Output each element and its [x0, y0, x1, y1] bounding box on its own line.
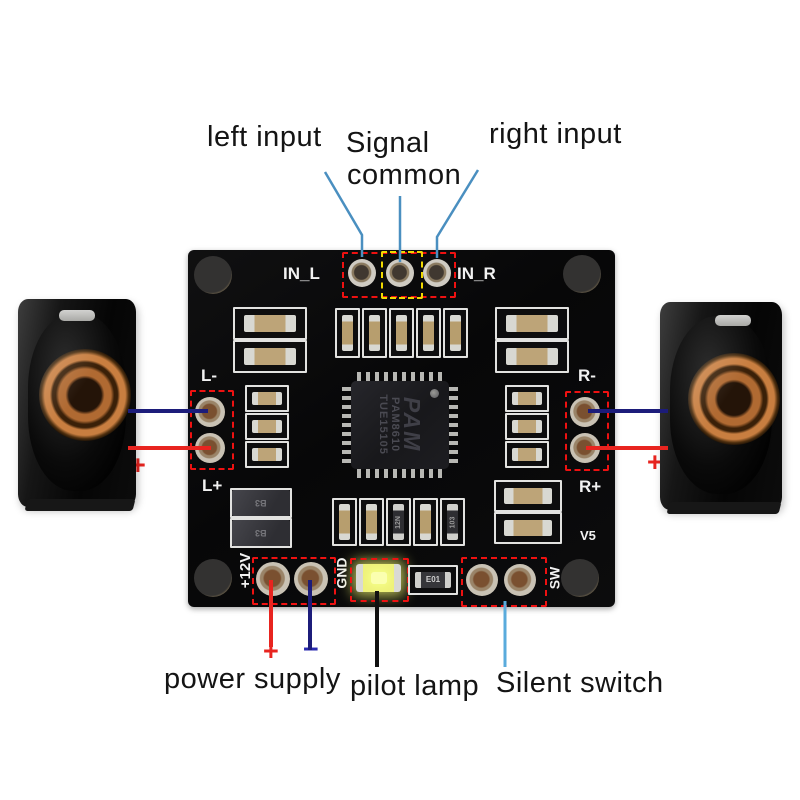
- smd-capacitor: [359, 498, 384, 546]
- label-signal-common-line2: common: [347, 159, 462, 191]
- smd-capacitor: [494, 512, 562, 544]
- silkscreen-r-plus: R+: [579, 477, 602, 496]
- right-input-pointer-line: [435, 169, 480, 258]
- smd-resistor: [245, 385, 289, 412]
- smd-resistor: 12N: [386, 498, 411, 546]
- left-input-pointer-line: [323, 171, 364, 257]
- label-left-input: left input: [207, 121, 322, 153]
- input-right-pad: [423, 259, 451, 287]
- chip-pins-left: [342, 387, 352, 463]
- silkscreen-l-plus: L+: [202, 476, 223, 495]
- label-pilot-lamp: pilot lamp: [350, 670, 480, 702]
- power-plus-symbol: +: [263, 636, 279, 666]
- mount-hole-bottom-left: [194, 559, 232, 597]
- smd-resistor: E01: [408, 565, 458, 595]
- left-speaker: [18, 299, 136, 511]
- chip-pins-top: [357, 372, 443, 382]
- smd-capacitor: [413, 498, 438, 546]
- smd-capacitor: [335, 308, 360, 358]
- label-silent-switch: Silent switch: [496, 667, 664, 699]
- smd-resistor: [505, 413, 549, 440]
- silkscreen-l-minus: L-: [201, 366, 218, 385]
- silkscreen-in-r: IN_R: [457, 264, 496, 283]
- input-common-pad: [386, 259, 414, 287]
- smd-capacitor: [233, 307, 307, 340]
- switch-pad-1: [466, 564, 498, 596]
- switch-pad-2: [504, 564, 536, 596]
- mount-hole-bottom-right: [561, 559, 599, 597]
- smd-resistor: [245, 413, 289, 440]
- chip-pins-right: [448, 387, 458, 463]
- resistor-marking: E01: [425, 575, 441, 585]
- smd-capacitor: [389, 308, 414, 358]
- led-glow: [370, 572, 387, 584]
- mount-hole-top-left: [194, 256, 232, 294]
- smd-capacitor: [495, 307, 569, 340]
- left-speaker-driver: [39, 349, 131, 441]
- right-speaker-driver: [688, 353, 780, 445]
- silkscreen-v5: V5: [580, 528, 596, 543]
- smd-capacitor: [494, 480, 562, 512]
- smd-resistor: [505, 441, 549, 468]
- amplifier-pcb: IN_L IN_R L- L+ R-: [188, 250, 615, 607]
- smd-capacitor: [362, 308, 387, 358]
- label-power-supply: power supply: [164, 663, 341, 695]
- chip-body: PAM PAM8610 TUE15105: [351, 381, 449, 469]
- silkscreen-r-minus: R-: [578, 366, 596, 385]
- smd-inductor: B3: [230, 518, 292, 548]
- smd-capacitor: [495, 340, 569, 373]
- smd-resistor: 103: [440, 498, 465, 546]
- left-output-highlight-box: [190, 390, 234, 470]
- chip-pin1-dot: [430, 389, 439, 398]
- smd-inductor: B3: [230, 488, 292, 518]
- label-right-input: right input: [489, 118, 622, 150]
- smd-resistor: [505, 385, 549, 412]
- chip-pins-bottom: [357, 468, 443, 478]
- right-output-highlight-box: [565, 391, 609, 471]
- smd-resistor: [245, 441, 289, 468]
- power-highlight-box: [252, 557, 336, 605]
- input-left-pad: [348, 259, 376, 287]
- signal-common-highlight-box: [381, 251, 423, 299]
- mount-hole-top-right: [563, 255, 601, 293]
- pam8610-chip: PAM PAM8610 TUE15105: [342, 372, 458, 478]
- smd-capacitor: [332, 498, 357, 546]
- right-speaker-plus-symbol: +: [647, 447, 663, 477]
- right-speaker: [660, 302, 782, 514]
- left-speaker-logo: [59, 310, 95, 321]
- smd-capacitor: [233, 340, 307, 373]
- smd-capacitor: [443, 308, 468, 358]
- pilot-lamp-led: [356, 564, 401, 592]
- smd-capacitor: [416, 308, 441, 358]
- right-speaker-logo: [715, 315, 751, 326]
- label-signal-common-line1: Signal: [346, 127, 430, 159]
- silkscreen-in-l: IN_L: [283, 264, 320, 283]
